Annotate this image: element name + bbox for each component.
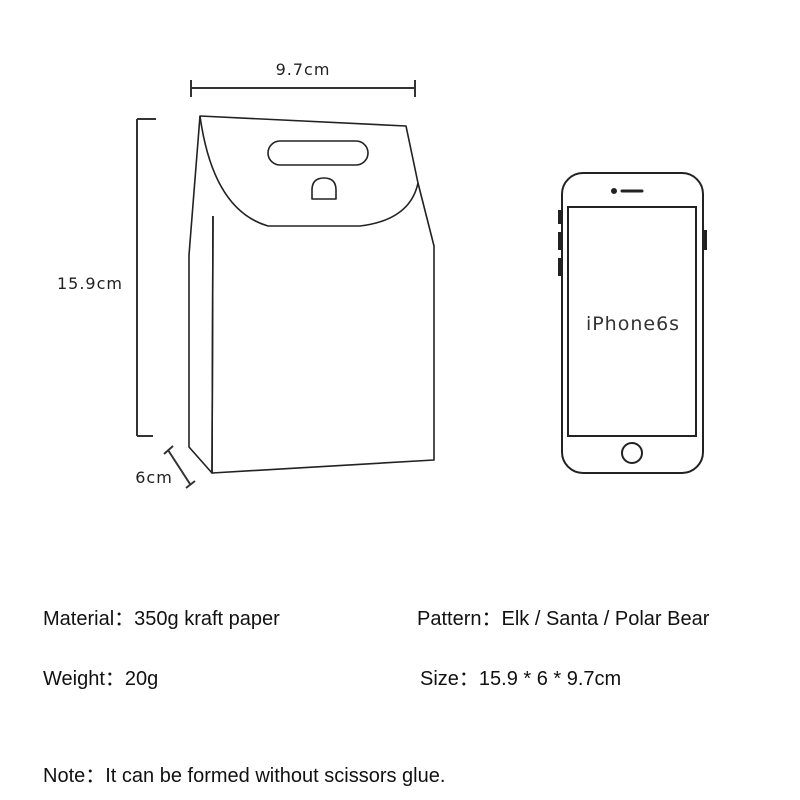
height-dimension [136, 118, 156, 437]
spec-weight-value: 20g [124, 668, 159, 690]
width-label: 9.7cm [276, 60, 331, 79]
spec-note-label: Note [43, 765, 105, 787]
spec-size: Size15.9 * 6 * 9.7cm [420, 662, 621, 691]
bag-left-side [188, 115, 214, 474]
spec-pattern-label: Pattern [417, 608, 501, 630]
handle-hole [267, 140, 369, 166]
spec-material: Material350g kraft paper [43, 602, 280, 631]
phone-model-label: iPhone6s [586, 313, 680, 335]
closure-tab [311, 177, 337, 200]
spec-size-label: Size [420, 668, 479, 690]
spec-weight: Weight20g [43, 662, 158, 691]
spec-pattern: PatternElk / Santa / Polar Bear [417, 602, 709, 631]
spec-pattern-value: Elk / Santa / Polar Bear [501, 608, 710, 630]
phone-home-button [621, 442, 643, 464]
width-dimension [190, 80, 416, 97]
depth-label: 6cm [135, 468, 173, 487]
spec-note-value: It can be formed without scissors glue. [105, 765, 446, 787]
spec-material-value: 350g kraft paper [134, 608, 280, 630]
bag-front-panel [211, 182, 435, 474]
gift-bag [188, 115, 435, 474]
depth-dimension [163, 445, 196, 489]
spec-size-value: 15.9 * 6 * 9.7cm [478, 668, 622, 690]
spec-material-label: Material [43, 608, 134, 630]
spec-note: NoteIt can be formed without scissors gl… [43, 759, 445, 788]
height-label: 15.9cm [57, 274, 123, 293]
phone-camera [611, 188, 617, 194]
phone-illustration [558, 172, 707, 474]
phone-body [561, 172, 704, 474]
phone-screen [567, 206, 697, 437]
bag-top-flap [199, 115, 419, 227]
spec-weight-label: Weight [43, 668, 125, 690]
